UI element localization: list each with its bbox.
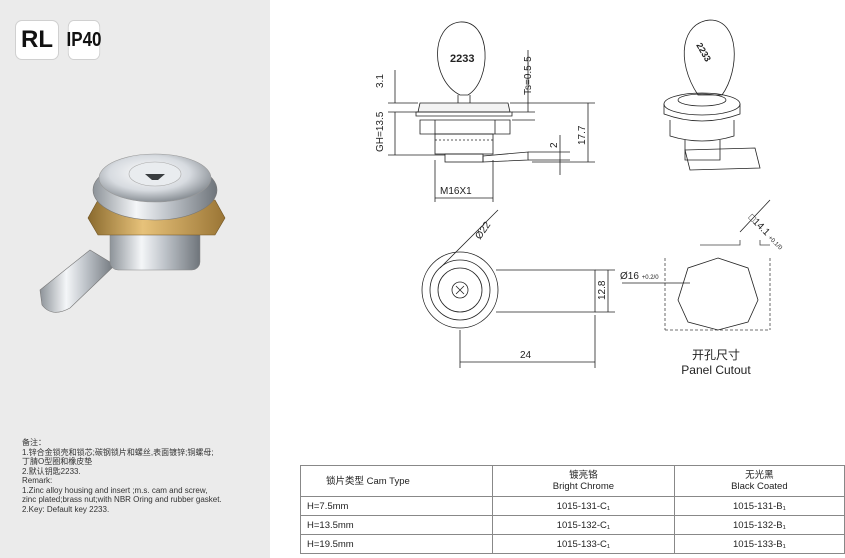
spec-table: 锁片类型 Cam Type 镀亮铬 Bright Chrome 无光黑 Blac… [300, 465, 845, 554]
dim-cutout-dia-value: Ø16 [620, 271, 639, 282]
front-view-drawing: 12.8 24 Ø22 [421, 209, 615, 368]
key-number-label: 2233 [450, 53, 474, 65]
panel-cutout-label-en: Panel Cutout [681, 363, 751, 377]
notes-cn-2: 2.默认钥匙2233. [22, 466, 81, 476]
left-panel: RL IP40 [0, 0, 270, 558]
black-part-cell: 1015-132-B₁ [673, 515, 845, 535]
cam-type-header: 锁片类型 Cam Type [300, 465, 493, 497]
dim-cutout-dia-label: Ø16 +0.2/0 [620, 271, 659, 282]
dim-ts-label: Ts=0.5-5 [523, 56, 534, 95]
dim-3-1-label: 3.1 [375, 74, 386, 88]
black-coated-header-cn: 无光黑 [745, 470, 774, 481]
sketch-key-number: 2233 [694, 41, 713, 63]
bright-chrome-header-en: Bright Chrome [552, 481, 615, 492]
notes-cn-1: 1.锌合金锁壳和锁芯;碳钢锁片和螺丝,表面镀锌;铜螺母; [22, 447, 214, 457]
bright-chrome-header-cn: 镀亮铬 [569, 470, 598, 481]
notes-remark: Remark: [22, 476, 53, 485]
table-row: H=13.5mm 1015-132-C₁ 1015-132-B₁ [300, 515, 845, 535]
notes-en-1b: zinc plated;brass nut;with NBR Oring and… [22, 495, 222, 504]
chrome-part-cell: 1015-131-C₁ [492, 496, 675, 516]
dim-thread-label: M16X1 [440, 186, 472, 197]
dim-cutout-sq-value: □14.1 [746, 212, 772, 238]
perspective-sketch: 2233 [663, 19, 761, 171]
black-part-cell: 1015-133-B₁ [673, 534, 845, 554]
spec-table-header-row: 锁片类型 Cam Type 镀亮铬 Bright Chrome 无光黑 Blac… [300, 465, 845, 497]
notes-en-1: 1.Zinc alloy housing and insert ;m.s. ca… [22, 485, 208, 495]
notes-heading: 备注： [22, 438, 46, 447]
dim-cutout-dia-tol: +0.2/0 [642, 275, 660, 281]
notes-block: 备注： 1.锌合金锁壳和锁芯;碳钢锁片和螺丝,表面镀锌;铜螺母; 丁腈O型圈和橡… [22, 438, 267, 514]
chrome-part-cell: 1015-133-C₁ [492, 534, 675, 554]
dim-12-8-label: 12.8 [597, 280, 608, 300]
black-coated-header-en: Black Coated [731, 481, 788, 492]
panel-cutout-caption: 开孔尺寸 Panel Cutout [670, 346, 762, 377]
notes-cn-1b: 丁腈O型圈和橡皮垫 [22, 457, 93, 466]
side-view-drawing: 2233 3.1 GH=13.5 Ts=0.5-5 2 17.7 [375, 21, 595, 202]
badge-group: RL IP40 [15, 20, 103, 60]
dim-2-label: 2 [549, 142, 560, 148]
chrome-part-cell: 1015-132-C₁ [492, 515, 675, 535]
black-part-cell: 1015-131-B₁ [673, 496, 845, 516]
dim-cutout-sq-tol: +0.1/0 [767, 235, 784, 252]
cam-type-cell: H=7.5mm [300, 496, 493, 516]
technical-drawings: 2233 3.1 GH=13.5 Ts=0.5-5 2 17.7 [375, 19, 786, 368]
dim-gh-label: GH=13.5 [375, 111, 386, 152]
panel-cutout-label-cn: 开孔尺寸 [691, 348, 740, 362]
notes-en-2: 2.Key: Default key 2233. [22, 504, 110, 514]
table-row: H=7.5mm 1015-131-C₁ 1015-131-B₁ [300, 496, 845, 516]
dim-dia22-label: Ø22 [473, 220, 493, 242]
bright-chrome-header: 镀亮铬 Bright Chrome [492, 465, 675, 497]
dim-cutout-sq-label: □14.1 +0.1/0 [746, 212, 786, 252]
cam-type-cell: H=13.5mm [300, 515, 493, 535]
dim-17-7-label: 17.7 [577, 125, 588, 145]
model-badge: RL [15, 20, 59, 60]
cam-type-cell: H=19.5mm [300, 534, 493, 554]
table-row: H=19.5mm 1015-133-C₁ 1015-133-B₁ [300, 534, 845, 554]
product-photo [39, 153, 226, 313]
panel-cutout-drawing: □14.1 +0.1/0 Ø16 +0.2/0 [620, 199, 786, 331]
ip-rating-badge: IP40 [67, 20, 101, 60]
black-coated-header: 无光黑 Black Coated [673, 465, 845, 497]
dim-24-label: 24 [520, 350, 532, 361]
